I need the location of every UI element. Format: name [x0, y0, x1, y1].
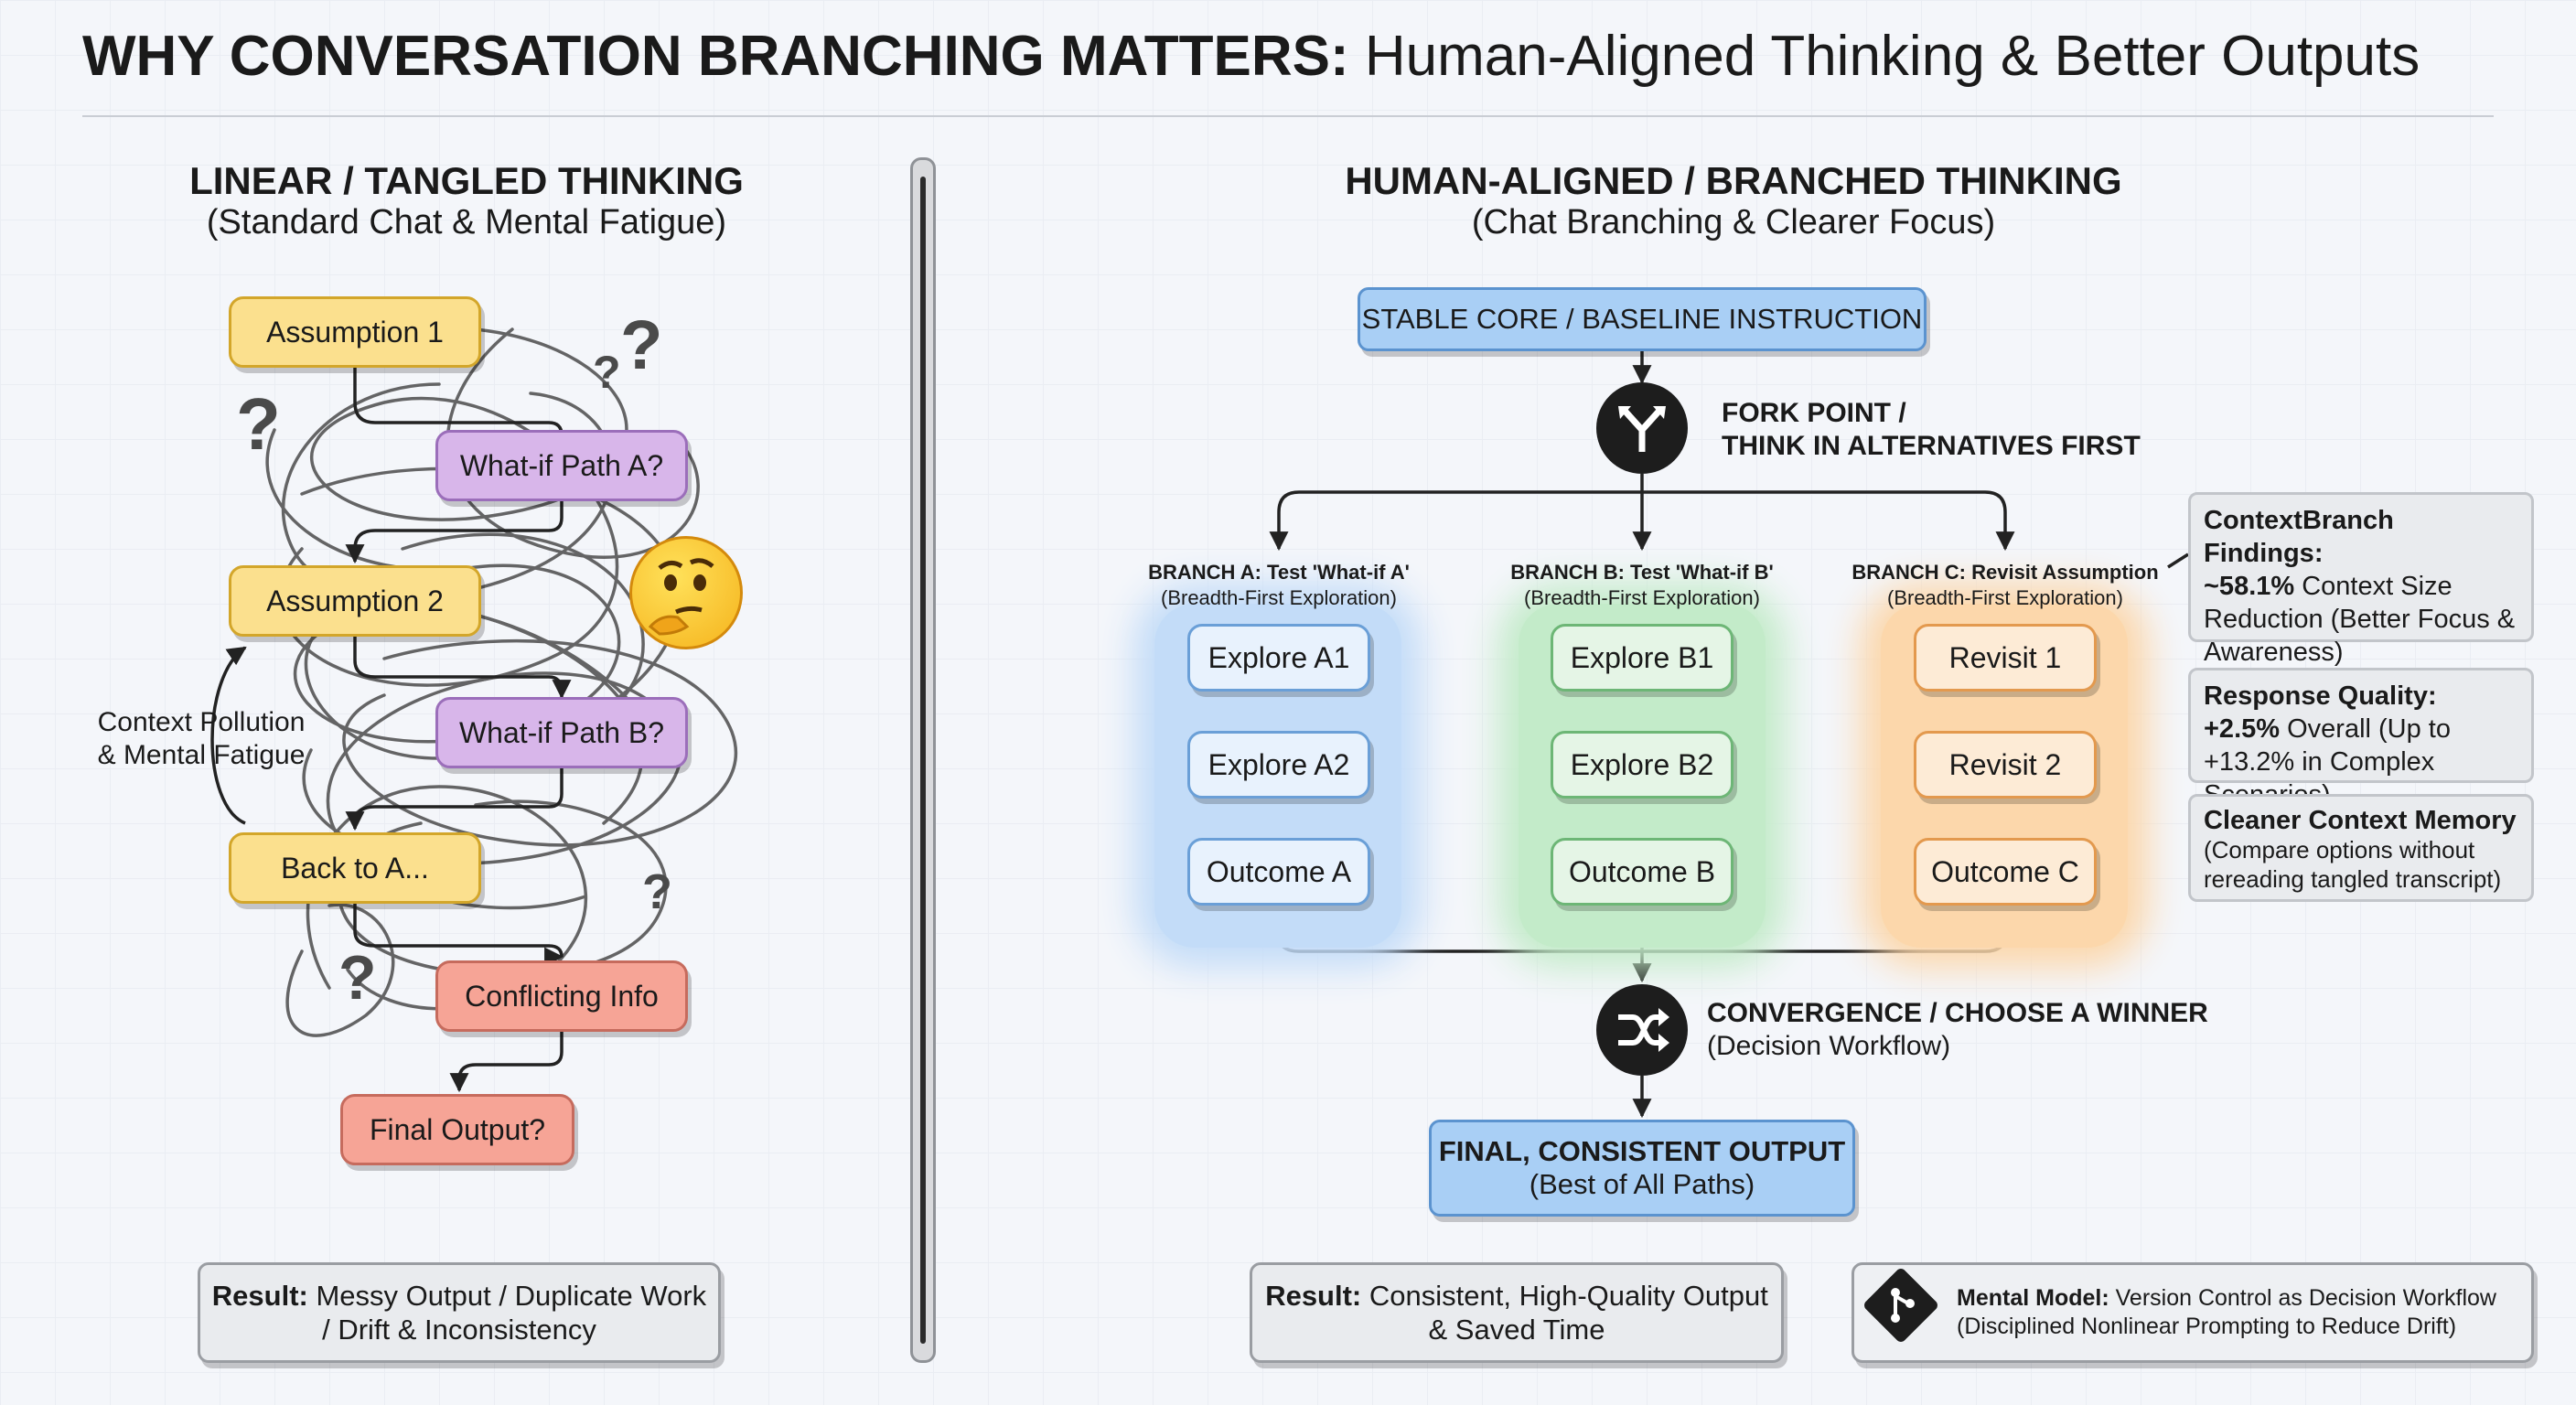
- fork-arrows-icon: [1618, 406, 1666, 452]
- final-consistent-output-node: FINAL, CONSISTENT OUTPUT (Best of All Pa…: [1429, 1120, 1855, 1217]
- question-mark-icon: ?: [620, 306, 663, 384]
- right-subheading: (Chat Branching & Clearer Focus): [1471, 203, 1996, 241]
- explore-a2-node: Explore A2: [1187, 731, 1370, 799]
- title-bold: WHY CONVERSATION BRANCHING MATTERS:: [82, 25, 1349, 88]
- question-mark-icon: ?: [236, 383, 281, 465]
- thinking-face-icon-glyph: [648, 558, 714, 636]
- branch-a-header: BRANCH A: Test 'What-if A' (Breadth-Firs…: [1148, 561, 1410, 609]
- convergence-icon: [1596, 984, 1688, 1076]
- revisit-2-node: Revisit 2: [1914, 731, 2097, 799]
- git-branch-icon: [1862, 1266, 1940, 1345]
- right-heading: HUMAN-ALIGNED / BRANCHED THINKING: [1345, 159, 2122, 202]
- title-rest: Human-Aligned Thinking & Better Outputs: [1348, 25, 2420, 88]
- question-mark-icon: ?: [338, 943, 377, 1013]
- title-rule: [82, 115, 2494, 117]
- back-to-a-node: Back to A...: [229, 832, 481, 904]
- convergence-label: CONVERGENCE / CHOOSE A WINNER (Decision …: [1707, 998, 2208, 1061]
- left-result-box: Result: Messy Output / Duplicate Work / …: [198, 1262, 721, 1363]
- final-output-node: Final Output?: [340, 1094, 574, 1165]
- conflicting-info-node: Conflicting Info: [435, 960, 688, 1032]
- findings-response-quality: Response Quality: +2.5% Overall (Up to +…: [2188, 668, 2534, 810]
- outcome-a-node: Outcome A: [1187, 838, 1370, 906]
- context-pollution-label: Context Pollution & Mental Fatigue: [97, 707, 306, 770]
- branch-c-header: BRANCH C: Revisit Assumption (Breadth-Fi…: [1852, 561, 2159, 609]
- question-mark-icon: ?: [593, 347, 621, 398]
- shuffle-icon: [1618, 1008, 1669, 1052]
- thinking-face-icon: [629, 536, 743, 649]
- findings-cleaner-memory: Cleaner Context Memory (Compare options …: [2188, 794, 2534, 902]
- assumption-2-node: Assumption 2: [229, 565, 481, 637]
- stable-core-node: STABLE CORE / BASELINE INSTRUCTION: [1358, 287, 1927, 351]
- column-divider: [910, 157, 936, 1363]
- assumption-1-node: Assumption 1: [229, 296, 481, 368]
- whatif-path-a-node: What-if Path A?: [435, 430, 688, 501]
- revisit-1-node: Revisit 1: [1914, 624, 2097, 692]
- page-title: WHY CONVERSATION BRANCHING MATTERS: Huma…: [82, 24, 2516, 89]
- explore-b2-node: Explore B2: [1551, 731, 1733, 799]
- findings-context-branch: ContextBranch Findings: ~58.1% Context S…: [2188, 492, 2534, 667]
- branch-b-header: BRANCH B: Test 'What-if B' (Breadth-Firs…: [1510, 561, 1774, 609]
- question-mark-icon: ?: [642, 864, 672, 919]
- git-branch-icon-glyph: [1891, 1288, 1915, 1323]
- fork-point-icon: [1596, 382, 1688, 474]
- mental-model-box: Mental Model: Version Control as Decisio…: [1852, 1262, 2534, 1363]
- explore-a1-node: Explore A1: [1187, 624, 1370, 692]
- outcome-c-node: Outcome C: [1914, 838, 2097, 906]
- explore-b1-node: Explore B1: [1551, 624, 1733, 692]
- whatif-path-b-node: What-if Path B?: [435, 697, 688, 768]
- left-subheading: (Standard Chat & Mental Fatigue): [206, 203, 727, 241]
- right-result-box: Result: Consistent, High-Quality Output …: [1250, 1262, 1784, 1363]
- outcome-b-node: Outcome B: [1551, 838, 1733, 906]
- fork-point-label: FORK POINT / THINK IN ALTERNATIVES FIRST: [1722, 398, 2141, 461]
- left-heading: LINEAR / TANGLED THINKING: [189, 159, 744, 202]
